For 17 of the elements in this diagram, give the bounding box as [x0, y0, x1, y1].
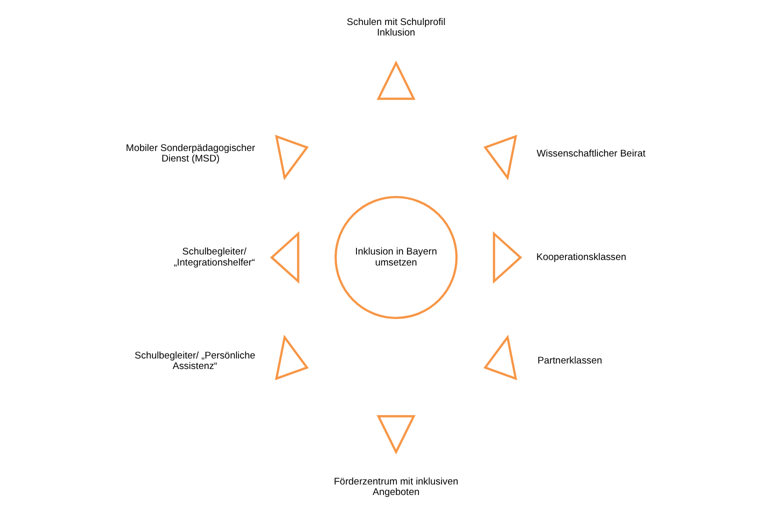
node-label: Schulbegleiter/ „Persönliche Assistenz“	[134, 350, 256, 372]
node-triangle	[376, 60, 416, 100]
node-label: Förderzentrum mit inklusiven Angeboten	[334, 476, 458, 498]
node-triangle	[492, 231, 522, 284]
node-label: Schulen mit Schulprofil Inklusion	[346, 16, 446, 38]
node-triangle	[274, 334, 309, 380]
node-label: Schulbegleiter/ „Integrationshelfer“	[174, 246, 256, 268]
node-label: Mobiler Sonderpädagogischer Dienst (MSD)	[126, 143, 256, 165]
node-label: Kooperationsklassen	[536, 252, 626, 263]
node-triangle	[376, 415, 416, 454]
node-triangle	[274, 134, 309, 180]
node-label: Partnerklassen	[538, 356, 602, 367]
node-triangle	[483, 134, 518, 180]
node-label: Wissenschaftlicher Beirat	[536, 148, 646, 160]
node-circle: Inklusion in Bayern umsetzen	[334, 196, 458, 320]
node-triangle	[270, 231, 300, 284]
node-triangle	[483, 334, 518, 380]
